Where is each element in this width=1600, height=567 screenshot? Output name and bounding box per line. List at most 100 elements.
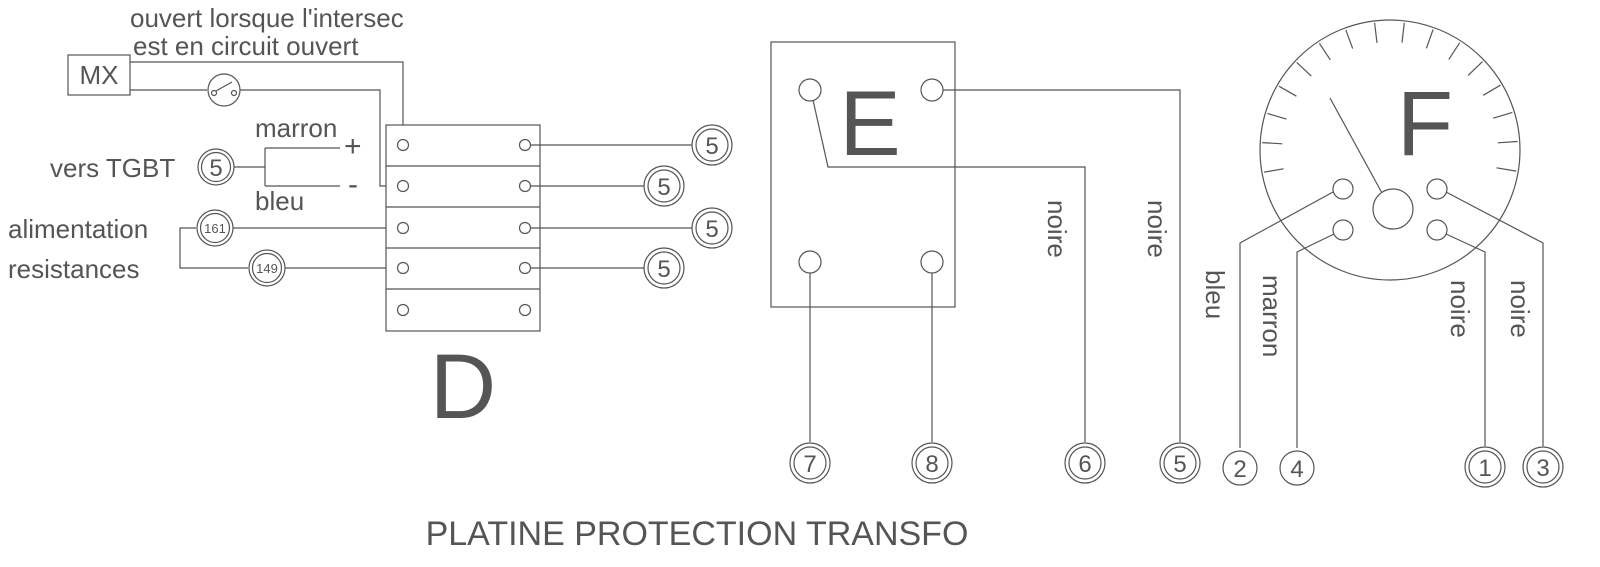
f-noire-label-a: noire bbox=[1445, 280, 1475, 338]
wire-mx-top bbox=[130, 61, 404, 145]
f-bleu-label: bleu bbox=[1200, 270, 1230, 319]
resistances-label: resistances bbox=[8, 254, 140, 284]
wire-alim-bracket bbox=[179, 227, 248, 269]
marker-f1: 1 bbox=[1478, 455, 1491, 482]
marker-d-row1: 5 bbox=[705, 133, 718, 160]
marker-161-inner bbox=[199, 212, 231, 244]
mx-box bbox=[67, 54, 131, 96]
marker-e6: 6 bbox=[1078, 451, 1091, 478]
dial-tick bbox=[1448, 42, 1461, 60]
marker-e7: 7 bbox=[803, 451, 816, 478]
block-f-label: F bbox=[1397, 73, 1453, 175]
e-terminal-top-right bbox=[920, 78, 944, 102]
note-line-1: ouvert lorsque l'intersec bbox=[130, 3, 404, 33]
e-noire-label-b: noire bbox=[1142, 200, 1172, 258]
dial-tick bbox=[1467, 61, 1483, 76]
terminal-screw bbox=[396, 261, 410, 275]
marker-tgbt: 5 bbox=[209, 155, 222, 182]
mx-label: MX bbox=[80, 60, 119, 90]
switch-contact-pin bbox=[210, 89, 218, 97]
diagram-title: PLATINE PROTECTION TRANSFO bbox=[426, 515, 969, 553]
marker-149: 149 bbox=[256, 261, 278, 276]
marker-e5-inner bbox=[1163, 446, 1197, 480]
marker-149-inner bbox=[251, 252, 283, 284]
e-terminal-top-left bbox=[798, 78, 822, 102]
terminal-screw bbox=[396, 303, 410, 317]
dial-tick bbox=[1401, 22, 1405, 43]
f-terminal-lower-right bbox=[1426, 219, 1448, 241]
marker-d-row1-inner bbox=[695, 128, 729, 162]
f-terminal-lower-left bbox=[1332, 219, 1354, 241]
component-f-dial bbox=[1259, 19, 1521, 281]
terminal-screw bbox=[396, 138, 410, 152]
wire-f-4 bbox=[1296, 233, 1335, 448]
marker-f4-circle bbox=[1279, 450, 1315, 486]
marker-d-row2-inner bbox=[647, 169, 681, 203]
vers-tgbt-label: vers TGBT bbox=[50, 153, 175, 183]
plus-sign: + bbox=[344, 130, 362, 163]
terminal-screw bbox=[518, 138, 532, 152]
minus-sign: - bbox=[348, 168, 358, 201]
dial-tick bbox=[1497, 140, 1518, 144]
dial-tick bbox=[1262, 142, 1283, 145]
dial-tick bbox=[1267, 112, 1287, 120]
dial-tick bbox=[1496, 167, 1517, 172]
wire-e-5 bbox=[943, 89, 1181, 442]
terminal-screw bbox=[396, 179, 410, 193]
block-e-label: E bbox=[839, 73, 900, 175]
dial-tick bbox=[1493, 111, 1513, 119]
terminal-screw bbox=[518, 179, 532, 193]
marker-e5: 5 bbox=[1173, 451, 1186, 478]
dial-tick bbox=[1278, 85, 1297, 97]
marker-e6-inner bbox=[1068, 446, 1102, 480]
e-terminal-bottom-left bbox=[798, 250, 822, 274]
marker-f2-circle bbox=[1222, 450, 1258, 486]
e-terminal-bottom-right bbox=[920, 250, 944, 274]
marker-d-row2: 5 bbox=[657, 174, 670, 201]
terminal-screw bbox=[396, 221, 410, 235]
marker-tgbt-inner bbox=[200, 151, 232, 183]
wire-f-3 bbox=[1445, 191, 1544, 446]
dial-tick bbox=[1425, 29, 1434, 49]
terminal-block-d-frame bbox=[385, 124, 541, 332]
wire-e-6 bbox=[812, 99, 1086, 442]
block-d-label: D bbox=[430, 336, 496, 438]
switch-contact-pin bbox=[230, 89, 238, 97]
dial-needle bbox=[1329, 97, 1383, 194]
dial-center-hub bbox=[1372, 188, 1414, 230]
wire-f-1 bbox=[1445, 233, 1486, 446]
marker-d-row4-inner bbox=[647, 251, 681, 285]
marker-d-row3: 5 bbox=[705, 216, 718, 243]
switch-contact-blade bbox=[215, 81, 233, 92]
marker-e8-inner bbox=[915, 446, 949, 480]
marker-e8: 8 bbox=[925, 451, 938, 478]
wire-f-2 bbox=[1239, 191, 1334, 448]
dial-tick bbox=[1374, 22, 1378, 43]
f-marron-label: marron bbox=[1257, 275, 1287, 357]
alimentation-label: alimentation bbox=[8, 214, 148, 244]
note-line-2: est en circuit ouvert bbox=[133, 31, 359, 61]
marker-e7-inner bbox=[793, 446, 827, 480]
dial-tick bbox=[1318, 42, 1331, 61]
marker-f3: 3 bbox=[1536, 455, 1549, 482]
terminal-screw bbox=[518, 261, 532, 275]
dial-tick bbox=[1296, 61, 1312, 77]
e-noire-label-a: noire bbox=[1042, 200, 1072, 258]
terminal-block-d bbox=[385, 124, 541, 332]
bleu-label: bleu bbox=[255, 186, 304, 216]
dial-tick bbox=[1482, 84, 1501, 96]
f-terminal-upper-right bbox=[1426, 178, 1448, 200]
marker-d-row3-inner bbox=[695, 211, 729, 245]
switch-contact-symbol bbox=[207, 73, 241, 107]
terminal-screw bbox=[518, 221, 532, 235]
f-terminal-upper-left bbox=[1332, 178, 1354, 200]
marker-161: 161 bbox=[204, 221, 226, 236]
marker-f3-inner bbox=[1526, 450, 1560, 484]
f-noire-label-b: noire bbox=[1505, 280, 1535, 338]
terminal-screw bbox=[518, 303, 532, 317]
marker-f4: 4 bbox=[1290, 456, 1303, 483]
marker-d-row4: 5 bbox=[657, 256, 670, 283]
dial-ticks bbox=[1262, 22, 1518, 173]
marker-f2: 2 bbox=[1233, 456, 1246, 483]
marker-f1-inner bbox=[1468, 450, 1502, 484]
